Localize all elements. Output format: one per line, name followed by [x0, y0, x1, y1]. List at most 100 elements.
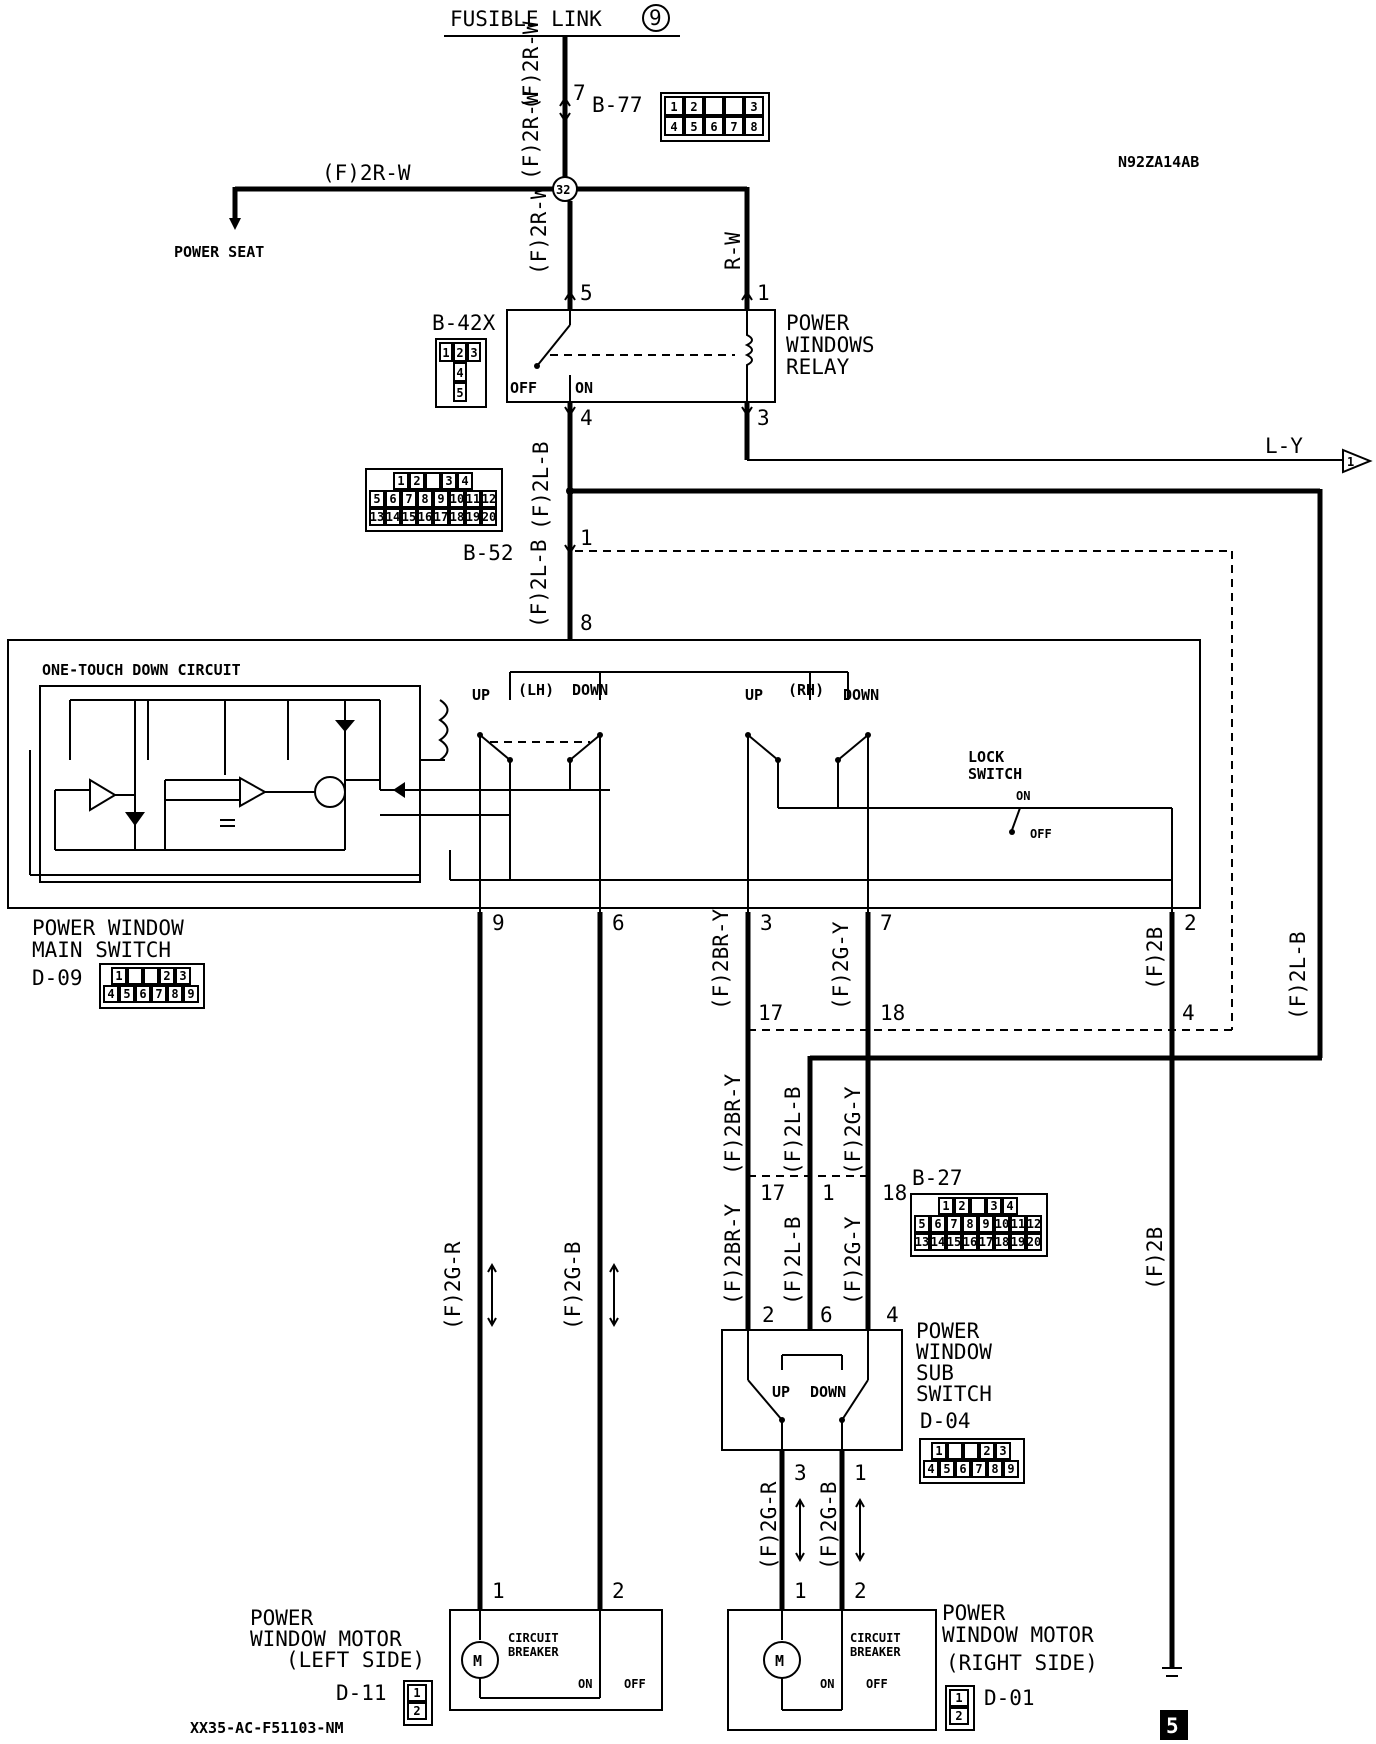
connector-pin-number: 20	[482, 510, 496, 524]
connector-pin-number: 16	[963, 1235, 977, 1249]
sub-up-label: UP	[772, 1383, 790, 1401]
arrow-down-icon	[229, 218, 241, 230]
connector-pin	[954, 1197, 970, 1215]
bidirectional-arrow-icon	[609, 1262, 619, 1328]
connector-pin-number: 2	[413, 474, 420, 488]
connector-pin-number: 3	[179, 969, 186, 983]
connector-pin	[963, 1442, 979, 1460]
wire-label-2b-2: (F)2B	[1143, 1227, 1167, 1290]
sub-switch-connector: D-04	[920, 1409, 971, 1433]
arrow-icon	[564, 406, 576, 417]
connector-pin	[369, 490, 385, 508]
left-motor-box	[449, 1609, 663, 1711]
connector-pin-number: 1	[413, 1686, 420, 1700]
connector-pin	[1010, 1233, 1026, 1251]
connector-pin	[1026, 1233, 1042, 1251]
connector-pin	[453, 342, 467, 362]
connector-pin	[664, 116, 684, 136]
wire-label-2gr-lh: (F)2G-R	[441, 1241, 465, 1330]
lh-motor-pin-2: 2	[612, 1579, 625, 1603]
connector-pin	[111, 967, 127, 985]
connector-pin	[949, 1689, 969, 1707]
connector-pin	[938, 1197, 954, 1215]
fusible-link-label: FUSIBLE LINK	[450, 7, 602, 31]
connector-pin	[119, 985, 135, 1003]
main-pin-3: 3	[760, 911, 773, 935]
connector-pin	[955, 1460, 971, 1478]
connector-pin	[994, 1233, 1010, 1251]
connector-pin	[151, 985, 167, 1003]
connector-pin-number: 6	[139, 987, 146, 1001]
connector-pin	[962, 1215, 978, 1233]
lh-up-label: UP	[472, 686, 490, 704]
rh-label: (RH)	[788, 681, 824, 699]
one-touch-label: ONE-TOUCH DOWN CIRCUIT	[42, 661, 241, 679]
connector-pin	[135, 985, 151, 1003]
connector-pin-number: 15	[402, 510, 416, 524]
connector-pin-number: 5	[456, 386, 463, 400]
connector-pin-number: 5	[690, 120, 697, 134]
wire-label-2gy-2: (F)2G-Y	[841, 1086, 865, 1175]
connector-pin-number: 4	[461, 474, 468, 488]
connector-pin	[930, 1233, 946, 1251]
lock-on-label: ON	[1016, 789, 1030, 803]
connector-pin-number: 3	[999, 1444, 1006, 1458]
sub-switch-internals	[747, 1330, 869, 1450]
wire-label-2gy-3: (F)2G-Y	[841, 1216, 865, 1305]
connector-pin-number: 6	[934, 1217, 941, 1231]
connector-pin	[481, 490, 497, 508]
wire-label-2bry-2: (F)2BR-Y	[721, 1073, 745, 1175]
connector-pin-number: 11	[466, 492, 480, 506]
sub-switch-box	[721, 1329, 903, 1451]
rh-motor-pin-2: 2	[854, 1579, 867, 1603]
b27-pin-1: 1	[822, 1181, 835, 1205]
sub-pin-3: 3	[794, 1461, 807, 1485]
connector-pin-number: 5	[123, 987, 130, 1001]
connector-pin	[949, 1707, 969, 1725]
connector-pin-number: 13	[915, 1235, 929, 1249]
bidirectional-arrow-icon	[855, 1497, 865, 1563]
connector-pin-number: 6	[389, 492, 396, 506]
main-pin-9: 9	[492, 911, 505, 935]
arrow-icon	[564, 544, 576, 555]
connector-pin	[724, 116, 744, 136]
connector-pin	[939, 1460, 955, 1478]
connector-pin-number: 20	[1027, 1235, 1041, 1249]
connector-pin-number: 1	[442, 346, 449, 360]
sub-switch-label-4: SWITCH	[916, 1382, 992, 1406]
connector-pin-number: 5	[373, 492, 380, 506]
connector-pin	[449, 490, 465, 508]
b27-pin-18: 18	[882, 1181, 907, 1205]
connector-pin	[183, 985, 199, 1003]
connector-pin	[407, 1702, 427, 1720]
connector-outline	[660, 92, 770, 142]
connector-pin-number: 16	[418, 510, 432, 524]
connector-pin	[704, 96, 724, 116]
connector-pin-number: 9	[982, 1217, 989, 1231]
pin-7-b77: 7	[573, 81, 586, 105]
connector-pin	[175, 967, 191, 985]
main-switch-label-1: POWER WINDOW	[32, 916, 184, 940]
left-motor-label-1: POWER	[250, 1606, 314, 1630]
b77-label: B-77	[592, 93, 643, 117]
connector-pin-number: 4	[1006, 1199, 1013, 1213]
connector-pin-number: 2	[958, 1199, 965, 1213]
b27-label: B-27	[912, 1166, 963, 1190]
sub-switch-label-1: POWER	[916, 1319, 980, 1343]
right-cb-label-1: CIRCUIT	[850, 1631, 901, 1645]
connector-pin-number: 19	[466, 510, 480, 524]
rh-switch	[745, 672, 1172, 912]
connector-pin-number: 18	[995, 1235, 1009, 1249]
connector-pin-number: 2	[163, 969, 170, 983]
pin-4-a: 4	[1182, 1001, 1195, 1025]
wire-label-ly: L-Y	[1265, 434, 1303, 458]
wire-label-2lb-right: (F)2L-B	[1286, 931, 1310, 1020]
relay-coil	[744, 310, 753, 402]
connector-pin-number: 9	[187, 987, 194, 1001]
connector-pin-number: 2	[690, 100, 697, 114]
connector-pin	[457, 472, 473, 490]
main-switch-pin-8: 8	[580, 611, 593, 635]
connector-pin-number: 2	[955, 1709, 962, 1723]
